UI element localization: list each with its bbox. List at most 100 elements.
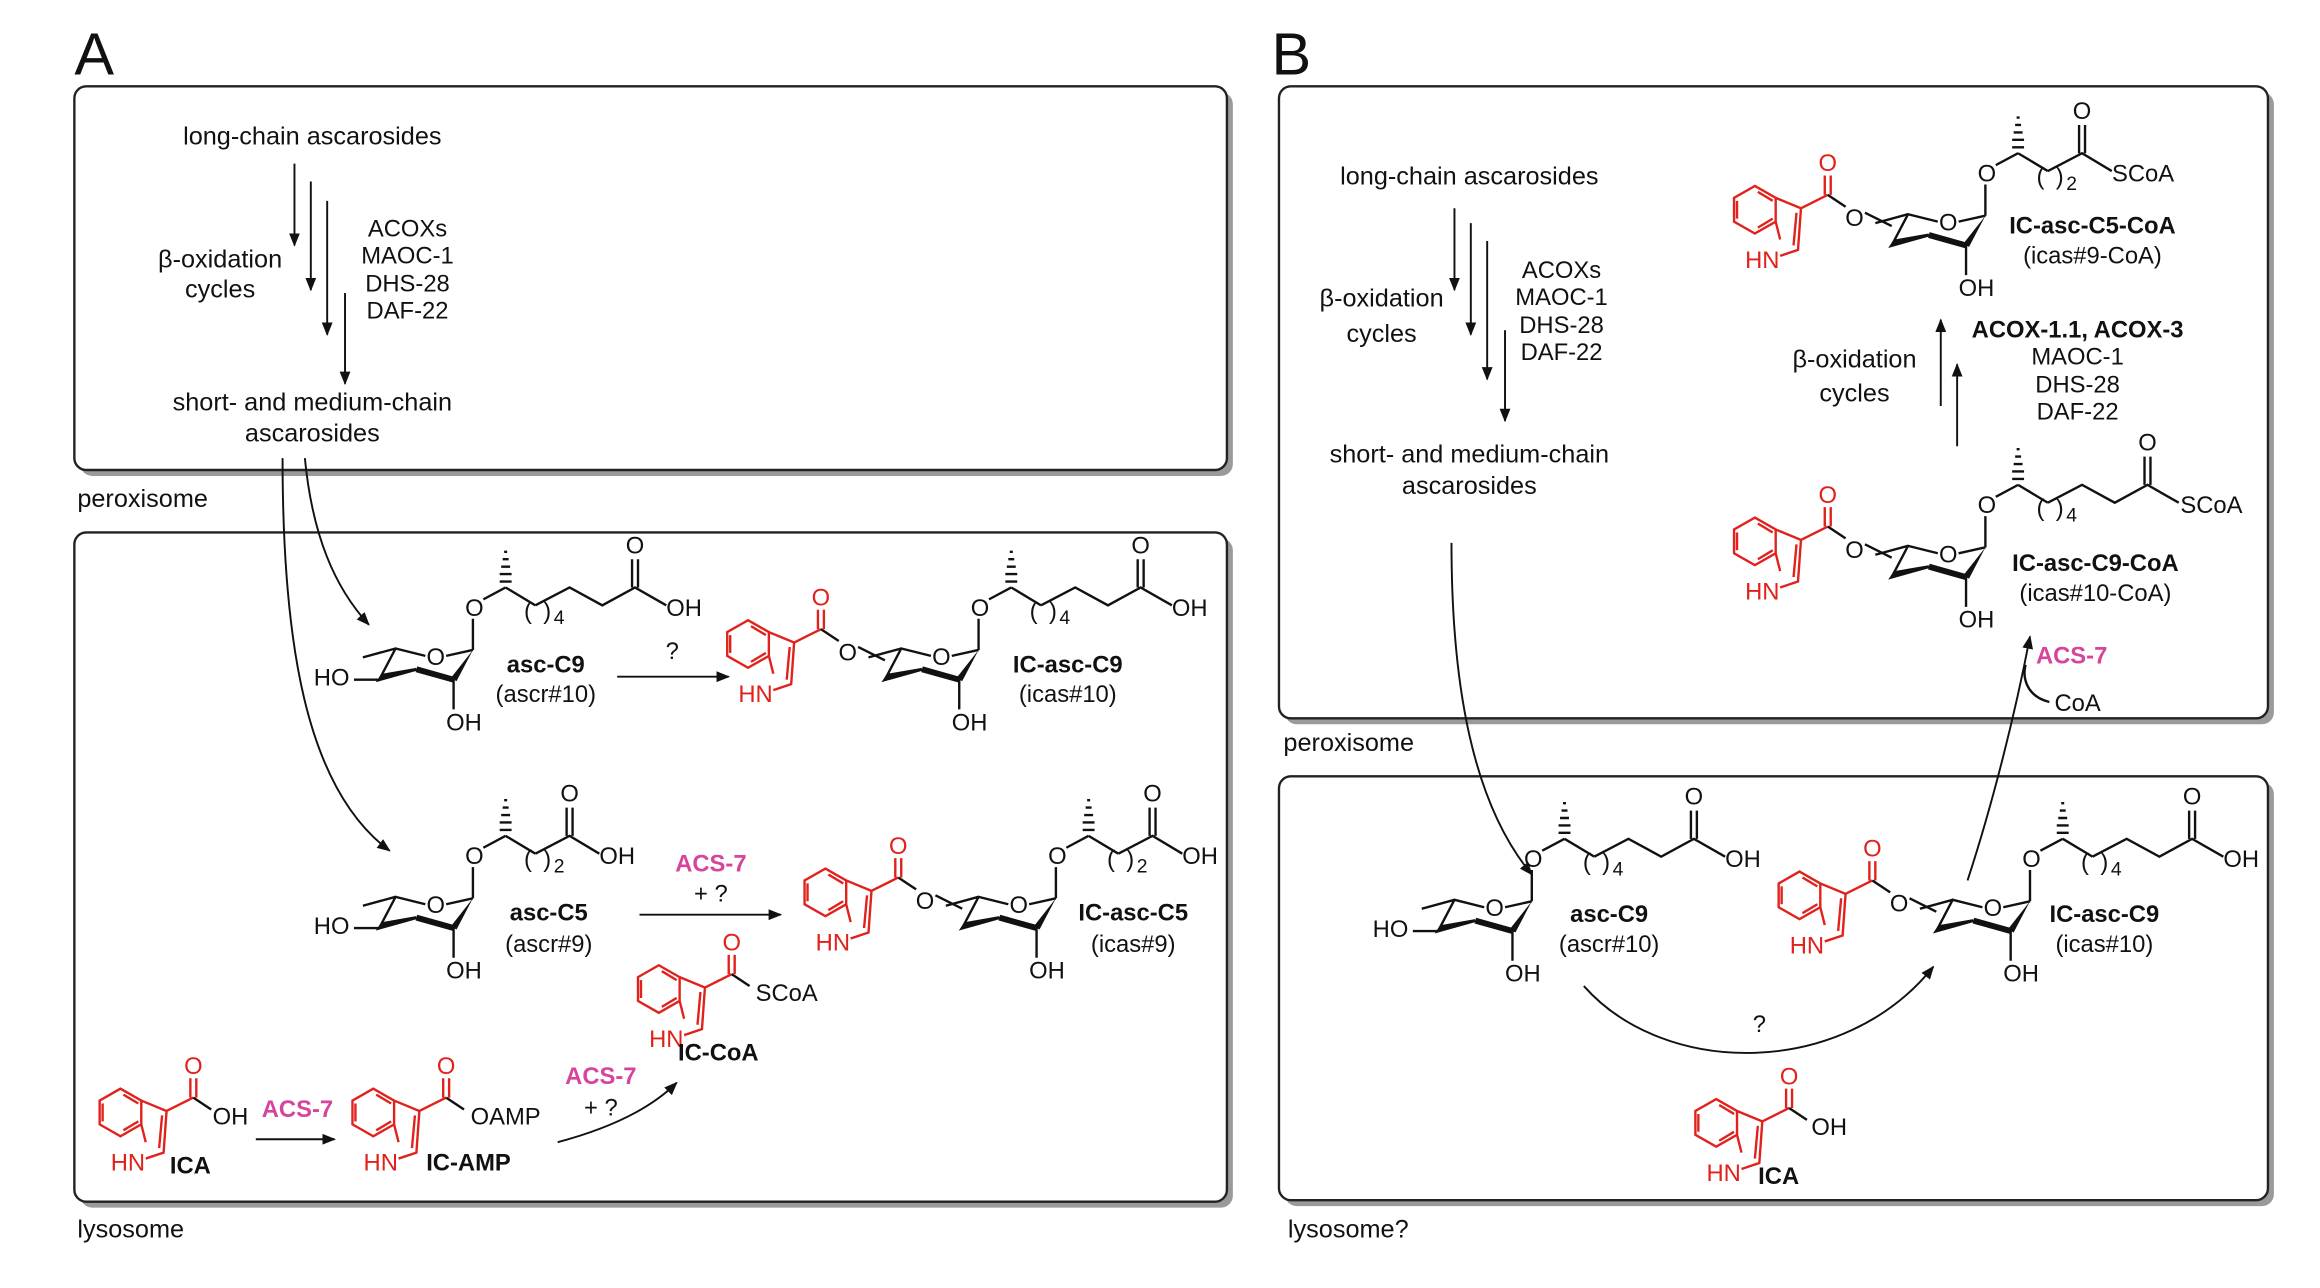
acs7-label-b: ACS-7 — [2036, 642, 2107, 669]
cycles-label-b-up: cycles — [1819, 380, 1889, 408]
svg-text:O: O — [2138, 430, 2157, 457]
cycles-label-a: cycles — [185, 275, 255, 303]
peroxisome-label-a: peroxisome — [77, 485, 208, 513]
svg-text:(ascr#10): (ascr#10) — [1559, 931, 1659, 958]
svg-text:O: O — [560, 781, 578, 808]
svg-text:(: ( — [2036, 495, 2044, 522]
transport-arrow-b — [1450, 542, 1533, 876]
svg-text:OH: OH — [1811, 1114, 1847, 1141]
svg-text:OH: OH — [213, 1103, 249, 1130]
svg-text:): ) — [2056, 495, 2064, 522]
svg-text:(: ( — [524, 598, 532, 625]
lysosome-label-a: lysosome — [77, 1215, 184, 1243]
molecule-ic-asc-c9-a: ()4 O OH IC-asc-C9 (icas#10) — [726, 532, 1208, 736]
svg-text:): ) — [1049, 598, 1057, 625]
svg-text:OAMP: OAMP — [471, 1103, 541, 1130]
molecule-ic-amp: OAMP IC-AMP — [351, 1051, 541, 1178]
coa-hook-arrow — [2023, 664, 2050, 704]
svg-text:(icas#9-CoA): (icas#9-CoA) — [2023, 242, 2162, 269]
long-chain-label-b: long-chain ascarosides — [1340, 162, 1598, 190]
transport-arrow-c5 — [281, 458, 391, 852]
svg-text:HO: HO — [314, 913, 350, 940]
svg-text:IC-asc-C9: IC-asc-C9 — [2050, 901, 2160, 928]
svg-text:): ) — [2056, 164, 2064, 191]
svg-text:MAOC-1: MAOC-1 — [1515, 284, 1608, 311]
svg-text:): ) — [1602, 849, 1610, 876]
svg-text:(: ( — [1583, 849, 1591, 876]
short-medium-label-b-2: ascarosides — [1402, 472, 1537, 500]
svg-text:OH: OH — [666, 595, 702, 622]
beta-oxidation-label-b-up: β-oxidation — [1792, 345, 1916, 373]
svg-text:DHS-28: DHS-28 — [1519, 312, 1604, 339]
transport-arrow-b-up — [1966, 635, 2034, 881]
acs7-label-amp: ACS-7 — [565, 1063, 636, 1090]
svg-text:OH: OH — [599, 843, 635, 870]
molecule-ica-b: OH ICA — [1694, 1062, 1847, 1190]
plus-unknown-amp: + ? — [584, 1094, 618, 1121]
svg-text:ACOXs: ACOXs — [368, 216, 447, 243]
svg-text:O: O — [2073, 98, 2092, 125]
svg-text:SCoA: SCoA — [756, 980, 818, 1007]
svg-text:O: O — [1143, 781, 1162, 808]
svg-text:SCoA: SCoA — [2180, 492, 2242, 519]
svg-text:HO: HO — [1373, 916, 1409, 943]
svg-text:(ascr#9): (ascr#9) — [505, 931, 592, 958]
svg-text:IC-asc-C9: IC-asc-C9 — [1013, 651, 1123, 678]
beta-oxidation-label-b: β-oxidation — [1320, 284, 1444, 312]
short-medium-label-b: short- and medium-chain — [1330, 441, 1609, 469]
svg-text:OH: OH — [1182, 843, 1218, 870]
lysosome-box-a — [73, 531, 1233, 1208]
enzyme-list-a: ACOXs MAOC-1 DHS-28 DAF-22 — [361, 216, 454, 325]
svg-text:ICA: ICA — [170, 1152, 211, 1179]
svg-text:IC-asc-C9-CoA: IC-asc-C9-CoA — [2012, 550, 2179, 577]
svg-text:2: 2 — [1137, 857, 1148, 878]
svg-text:(icas#10-CoA): (icas#10-CoA) — [2019, 580, 2171, 607]
svg-text:(: ( — [1107, 846, 1115, 873]
svg-text:DHS-28: DHS-28 — [365, 271, 450, 298]
panel-label-b: B — [1272, 20, 1312, 87]
molecule-ic-coa: SCoA IC-CoA — [636, 928, 818, 1066]
short-medium-label-a: short- and medium-chain — [173, 389, 452, 417]
molecule-asc-c9-a: HO ()4 O OH asc-C9 (ascr#10) — [314, 532, 702, 736]
svg-text:): ) — [1126, 846, 1134, 873]
cycles-label-b: cycles — [1346, 320, 1416, 348]
svg-text:4: 4 — [2066, 506, 2077, 527]
svg-text:O: O — [1685, 784, 1704, 811]
svg-text:(: ( — [524, 846, 532, 873]
enzyme-list-b-up: ACOX-1.1, ACOX-3 MAOC-1 DHS-28 DAF-22 — [1972, 317, 2184, 426]
peroxisome-label-b: peroxisome — [1283, 729, 1414, 757]
acs7-label-c5: ACS-7 — [675, 851, 746, 878]
svg-text:(: ( — [2081, 849, 2089, 876]
svg-text:4: 4 — [2111, 860, 2122, 881]
svg-text:asc-C9: asc-C9 — [1570, 901, 1648, 928]
svg-text:SCoA: SCoA — [2112, 161, 2174, 188]
svg-text:OH: OH — [1725, 846, 1761, 873]
svg-text:IC-CoA: IC-CoA — [678, 1039, 759, 1066]
svg-text:): ) — [543, 598, 551, 625]
svg-text:): ) — [543, 846, 551, 873]
lysosome-label-b: lysosome? — [1288, 1215, 1409, 1243]
svg-text:IC-AMP: IC-AMP — [426, 1149, 511, 1176]
svg-text:asc-C9: asc-C9 — [507, 651, 585, 678]
svg-text:2: 2 — [2066, 174, 2077, 195]
svg-text:DHS-28: DHS-28 — [2035, 372, 2120, 399]
svg-text:4: 4 — [1059, 608, 1070, 629]
transport-arrow-c9 — [303, 458, 370, 626]
svg-text:4: 4 — [1613, 860, 1624, 881]
beta-oxidation-label-a: β-oxidation — [158, 246, 282, 274]
activation-arrow-amp — [557, 1081, 678, 1144]
svg-text:MAOC-1: MAOC-1 — [361, 242, 454, 269]
svg-text:): ) — [2100, 849, 2108, 876]
long-chain-label-a: long-chain ascarosides — [183, 122, 441, 150]
molecule-ica-a: OH ICA — [98, 1051, 249, 1179]
molecule-asc-c5-a: HO ()2 O OH asc-C5 (ascr#9) — [314, 781, 635, 985]
short-medium-label-a-2: ascarosides — [245, 420, 380, 448]
svg-text:DAF-22: DAF-22 — [1521, 339, 1603, 366]
acs7-label-ica: ACS-7 — [262, 1096, 333, 1123]
molecule-ic-asc-c9-coa: ()4 O SCoA IC-asc-C9-CoA (icas#10-CoA) — [1732, 430, 2243, 634]
beta-oxidation-arrows-b-up — [1935, 318, 1963, 447]
svg-text:(: ( — [1030, 598, 1038, 625]
svg-text:asc-C5: asc-C5 — [510, 900, 588, 927]
conversion-arc-b — [1583, 965, 1935, 1054]
